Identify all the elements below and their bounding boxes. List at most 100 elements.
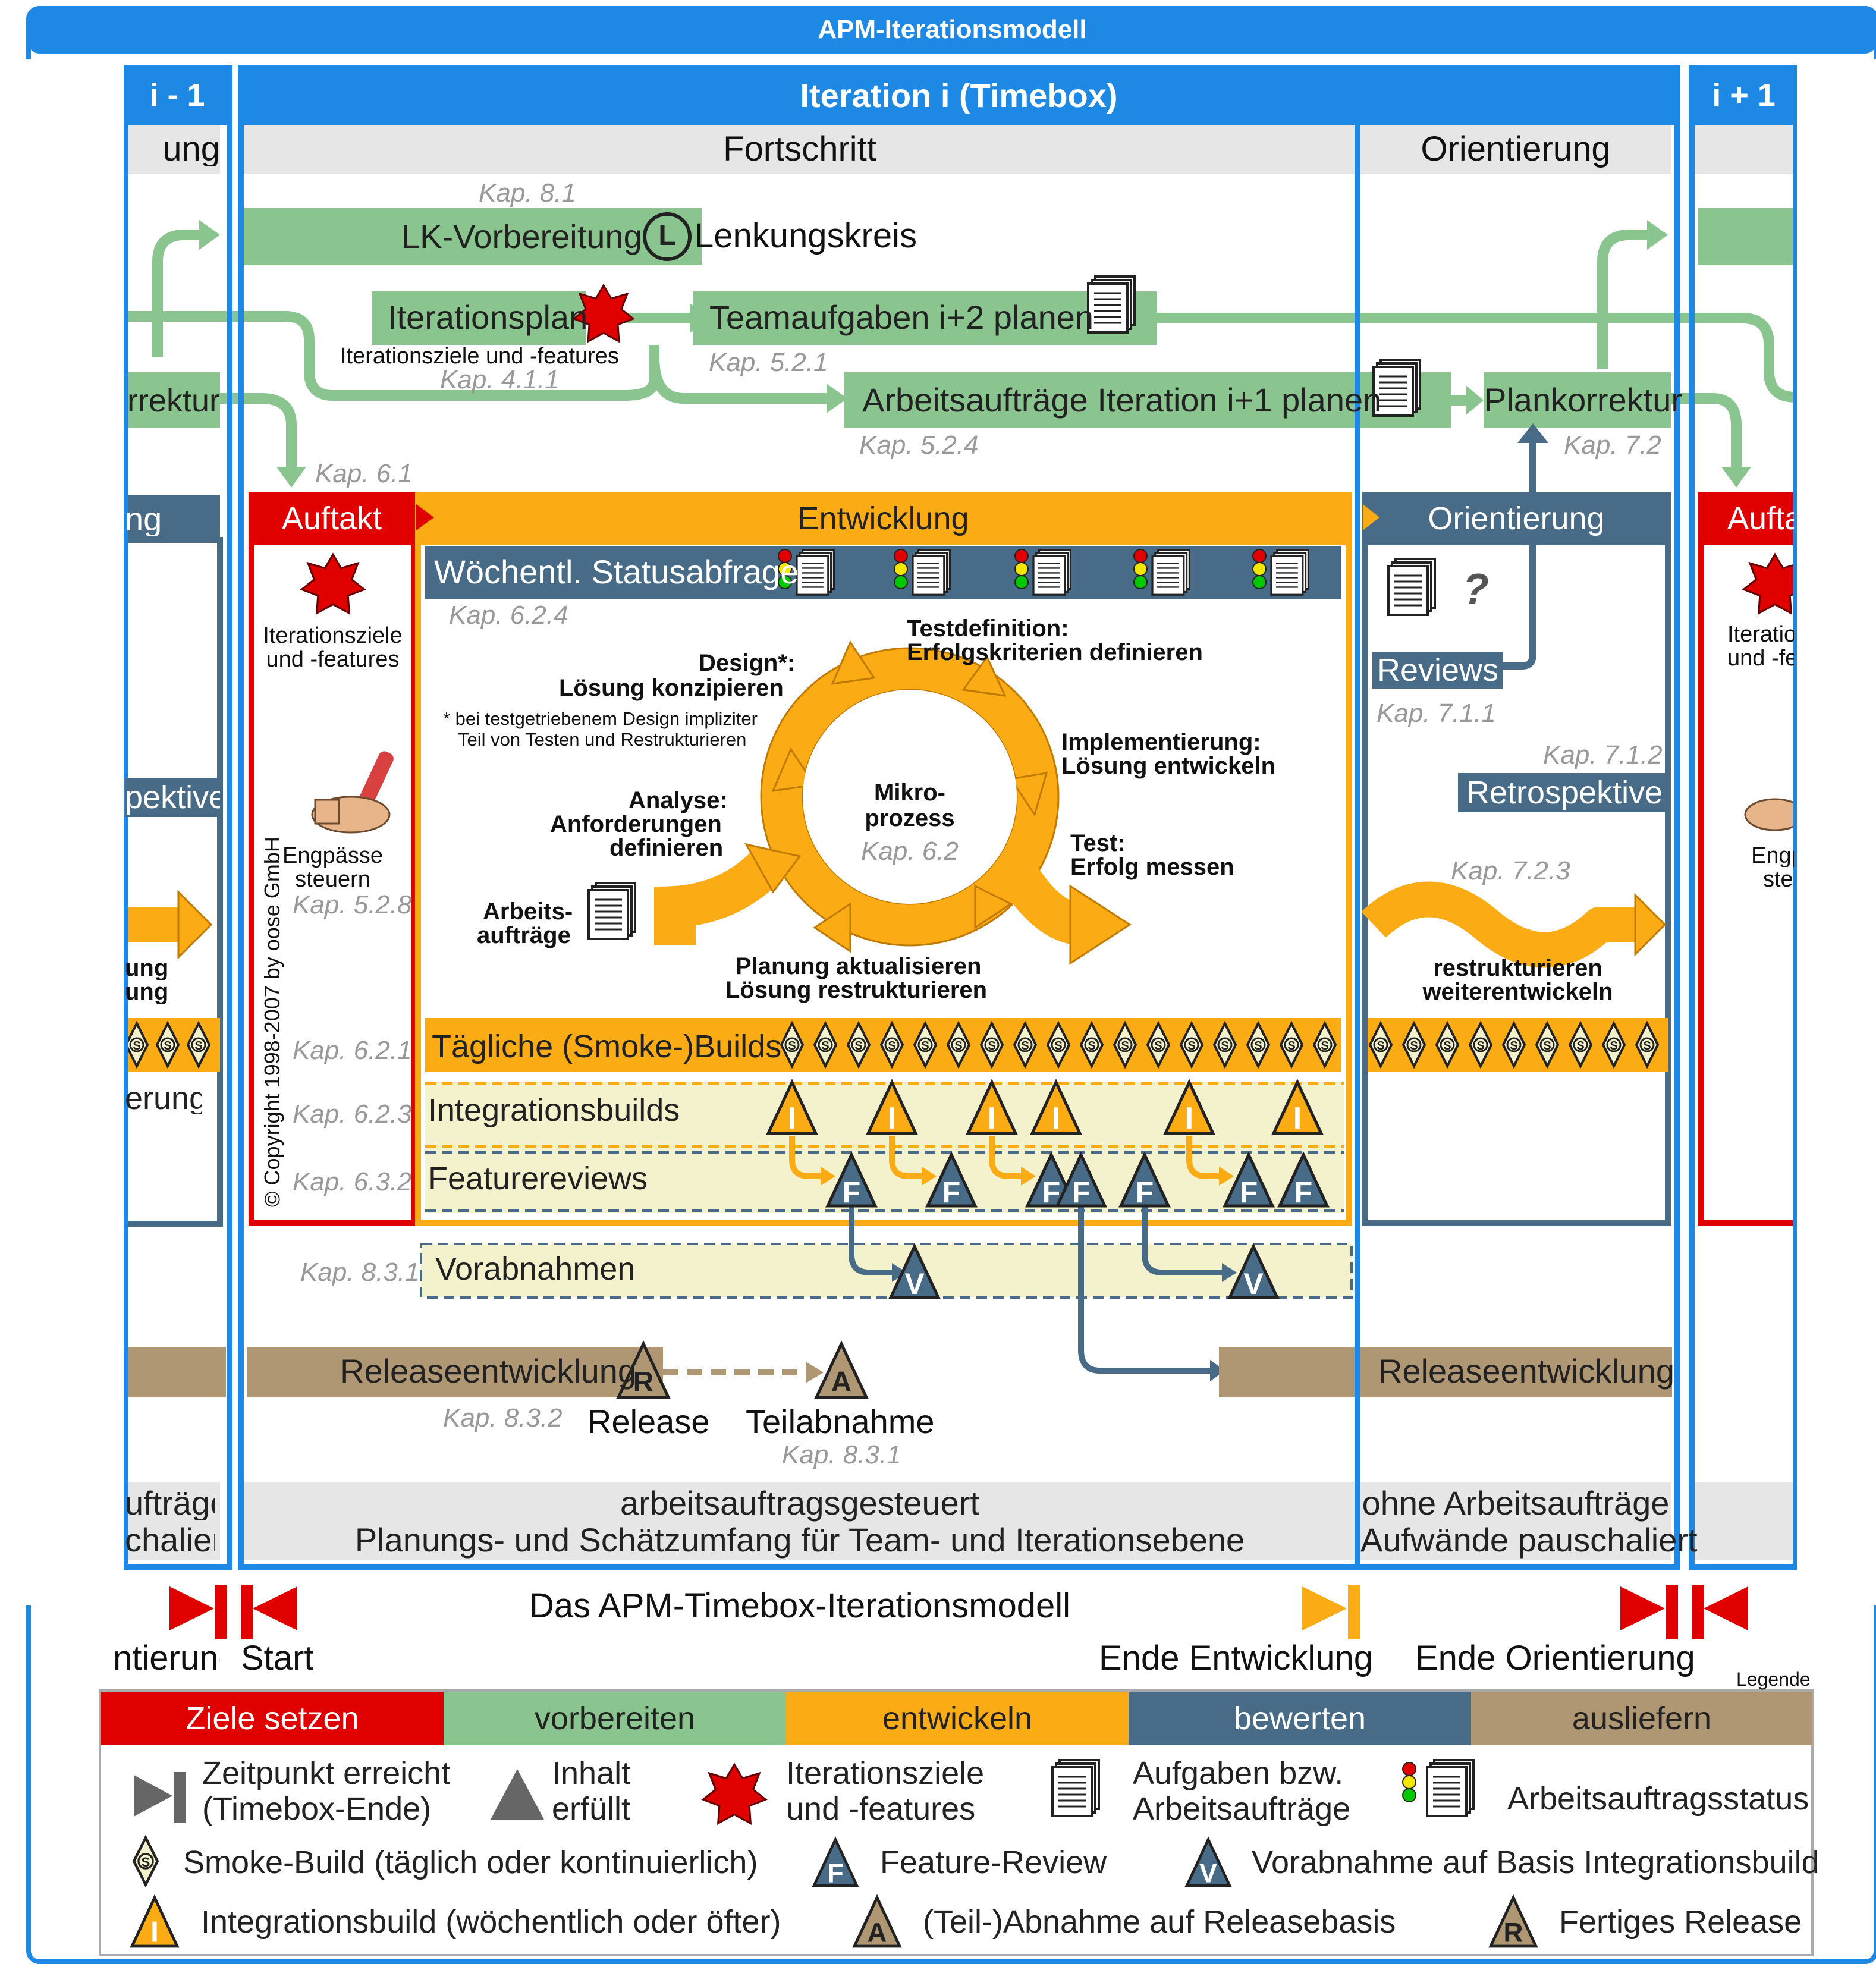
iterationsplan-sub: Iterationsziele und -features bbox=[340, 344, 619, 369]
kap-label: Kap. 7.1.2 bbox=[1543, 740, 1663, 769]
integrationsbuilds-label: Integrationsbuilds bbox=[428, 1092, 680, 1128]
prev-restr-line1: ung bbox=[125, 956, 168, 980]
design-line2: Lösung konzipieren bbox=[559, 675, 784, 701]
kap-label: Kap. 7.1.1 bbox=[1377, 699, 1496, 728]
prev-korrektur-label: rrektur bbox=[127, 385, 220, 417]
prev-footer-line2: chaliert bbox=[125, 1523, 215, 1557]
auftakt-ziele-line1: Iterationsziele bbox=[263, 623, 403, 648]
analyse-line2: Anforderungen bbox=[550, 811, 722, 837]
kap-label: Kap. 6.2 bbox=[861, 837, 959, 866]
footer-right-line1: ohne Arbeitsaufträge bbox=[1362, 1484, 1670, 1522]
testdef-line1: Testdefinition: bbox=[907, 615, 1069, 642]
footer-left-line1: arbeitsauftragsgesteuert bbox=[620, 1484, 979, 1522]
legend-feature-review: Feature-Review bbox=[880, 1845, 1107, 1880]
orientierung-phase-label: Orientierung bbox=[1428, 501, 1605, 536]
kap-label: Kap. 7.2 bbox=[1564, 431, 1661, 460]
prev-footer-line1: ufträge bbox=[125, 1487, 215, 1520]
analyse-line3: definieren bbox=[609, 835, 724, 861]
legend-ausliefern: ausliefern bbox=[1572, 1701, 1712, 1736]
legend-label: Legende bbox=[1736, 1669, 1811, 1690]
legend-ziele-line1: Iterationsziele bbox=[786, 1755, 985, 1791]
arbeitsauftraege-line1: Arbeits- bbox=[483, 898, 573, 925]
next-engpaesse-line1: Engp bbox=[1751, 844, 1794, 867]
releaseentwicklung-right-label: Releaseentwicklung bbox=[1378, 1352, 1675, 1390]
impl-line1: Implementierung: bbox=[1061, 729, 1261, 755]
testdef-line2: Erfolgskriterien definieren bbox=[907, 639, 1203, 665]
orientierung-header-label: Orientierung bbox=[1421, 130, 1611, 168]
kap-label: Kap. 6.3.2 bbox=[293, 1167, 412, 1196]
legend-aufgaben-line2: Arbeitsaufträge bbox=[1133, 1791, 1351, 1827]
arbeitsauftraege-planen-label: Arbeitsaufträge Iteration i+1 planen bbox=[862, 381, 1382, 419]
release-label: Release bbox=[587, 1403, 710, 1440]
svg-text:A: A bbox=[831, 1366, 852, 1398]
weiterentwickeln-label: weiterentwickeln bbox=[1422, 979, 1613, 1005]
engpaesse-line2: steuern bbox=[295, 867, 370, 892]
planung-line2: Lösung restrukturieren bbox=[725, 977, 988, 1003]
reviews-label: Reviews bbox=[1372, 652, 1504, 689]
svg-text:A: A bbox=[868, 1917, 887, 1947]
legend-entwickeln: entwickeln bbox=[882, 1701, 1033, 1736]
lenkungskreis-label: Lenkungskreis bbox=[695, 216, 917, 255]
kap-label: Kap. 7.2.3 bbox=[1451, 856, 1570, 885]
next-iteration-header: i + 1 bbox=[1712, 77, 1776, 113]
timeline-ende-orientierung: Ende Orientierung bbox=[1415, 1639, 1695, 1677]
prev-iteration-header: i - 1 bbox=[149, 77, 205, 113]
timeline-start-label: Start bbox=[241, 1639, 314, 1677]
mikro-line2: prozess bbox=[865, 805, 955, 831]
legend-inhalt-line2: erfüllt bbox=[552, 1791, 631, 1827]
legend-arbeitsauftragsstatus: Arbeitsauftragsstatus bbox=[1507, 1781, 1809, 1817]
legend-aufgaben-line1: Aufgaben bzw. bbox=[1133, 1755, 1344, 1791]
iteration-header: Iteration i (Timebox) bbox=[800, 77, 1118, 114]
legend-fertiges-release: Fertiges Release bbox=[1559, 1904, 1802, 1940]
releaseentwicklung-label: Releaseentwicklung bbox=[340, 1352, 637, 1390]
legend-smoke-build: Smoke-Build (täglich oder kontinuierlich… bbox=[183, 1845, 758, 1880]
question-icon: ? bbox=[1463, 565, 1489, 613]
kap-label: Kap. 8.3.1 bbox=[782, 1440, 901, 1469]
micro-process-cycle bbox=[654, 640, 1132, 965]
svg-text:R: R bbox=[1504, 1917, 1523, 1947]
legend-vorabnahme: Vorabnahme auf Basis Integrationsbuild bbox=[1252, 1845, 1820, 1880]
analyse-line1: Analyse: bbox=[629, 787, 728, 813]
kap-label: Kap. 6.2.4 bbox=[449, 601, 568, 630]
footer-left-line2: Planungs- und Schätzumfang für Team- und… bbox=[354, 1521, 1245, 1559]
kap-label: Kap. 8.3.2 bbox=[443, 1403, 563, 1432]
timeline-left-label: ntierung bbox=[113, 1641, 220, 1676]
next-ziele-line1: Iteration bbox=[1727, 623, 1794, 646]
arbeitsauftraege-line2: aufträge bbox=[477, 922, 571, 948]
featurereviews-label: Featurereviews bbox=[428, 1161, 648, 1196]
statusabfrage-label: Wöchentl. Statusabfrage bbox=[434, 553, 799, 590]
impl-line2: Lösung entwickeln bbox=[1061, 753, 1276, 779]
auftakt-ziele-line2: und -features bbox=[266, 647, 400, 672]
legend-ziele-line2: und -features bbox=[786, 1791, 976, 1827]
legend-teilabnahme: (Teil-)Abnahme auf Releasebasis bbox=[923, 1904, 1396, 1940]
design-note-line1: * bei testgetriebenem Design impliziter bbox=[443, 708, 758, 729]
plankorrektur-label: Plankorrektur bbox=[1484, 381, 1683, 419]
kap-label: Kap. 8.1 bbox=[479, 178, 576, 208]
entwicklung-label: Entwicklung bbox=[797, 501, 969, 536]
design-line1: Design*: bbox=[699, 650, 796, 676]
engpaesse-line1: Engpässe bbox=[282, 843, 383, 868]
mikro-line1: Mikro- bbox=[874, 780, 945, 806]
copyright-note: © Copyright 1998-2007 by oose GmbH bbox=[260, 837, 284, 1207]
prev-restr-line2: ung bbox=[125, 980, 168, 1004]
legend-vorbereiten: vorbereiten bbox=[534, 1701, 696, 1736]
restrukturieren-label: restrukturieren bbox=[1433, 955, 1602, 981]
teilabnahme-label: Teilabnahme bbox=[746, 1403, 935, 1440]
prev-phase-label: ung bbox=[162, 132, 220, 166]
auftakt-label: Auftakt bbox=[281, 501, 382, 536]
vorabnahmen-label: Vorabnahmen bbox=[435, 1251, 636, 1287]
legend-inhalt-line1: Inhalt bbox=[552, 1755, 631, 1791]
prev-integrierung-label: erung bbox=[125, 1082, 202, 1114]
retrospektive-label: Retrospektive bbox=[1458, 773, 1671, 812]
lenkungskreis-icon: L bbox=[658, 220, 676, 252]
timeline-ende-entwicklung: Ende Entwicklung bbox=[1099, 1639, 1374, 1677]
legend-zeitpunkt-line2: (Timebox-Ende) bbox=[202, 1791, 432, 1827]
fortschritt-label: Fortschritt bbox=[723, 130, 876, 168]
next-ziele-line2: und -fea bbox=[1727, 647, 1794, 670]
kap-label: Kap. 8.3.1 bbox=[300, 1258, 420, 1287]
kap-label: Kap. 5.2.8 bbox=[293, 890, 412, 919]
kap-label: Kap. 5.2.4 bbox=[859, 431, 979, 460]
prev-orientierung-label: ng bbox=[125, 502, 162, 536]
kap-label: Kap. 6.2.1 bbox=[293, 1036, 412, 1065]
